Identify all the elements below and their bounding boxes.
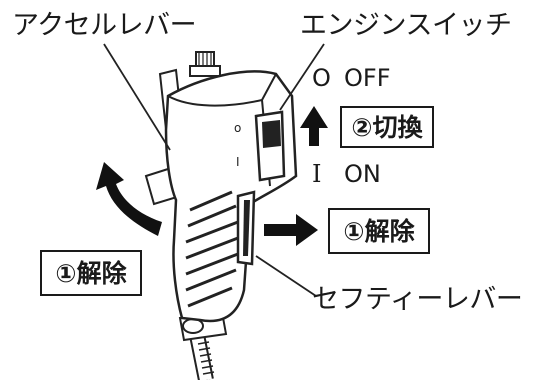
off-symbol: O: [312, 64, 331, 92]
off-label: OFF: [344, 64, 391, 92]
up-arrow-icon: [300, 106, 328, 146]
leader-lines: [103, 43, 325, 297]
handle-body: [164, 70, 298, 323]
engine-switch-label: エンジンスイッチ: [300, 10, 512, 41]
on-label: ON: [344, 160, 381, 188]
handle-mark-o: o: [234, 121, 241, 135]
release-step-box-left: ①解除: [40, 250, 142, 296]
right-arrow-icon: [264, 214, 318, 246]
handle-mark-i: I: [236, 155, 240, 169]
safety-lever-label: セフティーレバー: [312, 284, 523, 315]
top-knob: [189, 51, 221, 77]
release-step-box-right: ①解除: [328, 208, 430, 254]
on-symbol: I: [312, 160, 322, 188]
safety-lever: [236, 190, 256, 266]
switch-step-box: ②切換: [340, 106, 434, 148]
engine-switch-rocker: [254, 110, 286, 182]
accel-lever-label: アクセルレバー: [12, 10, 197, 41]
curved-arrow-icon: [96, 162, 162, 236]
